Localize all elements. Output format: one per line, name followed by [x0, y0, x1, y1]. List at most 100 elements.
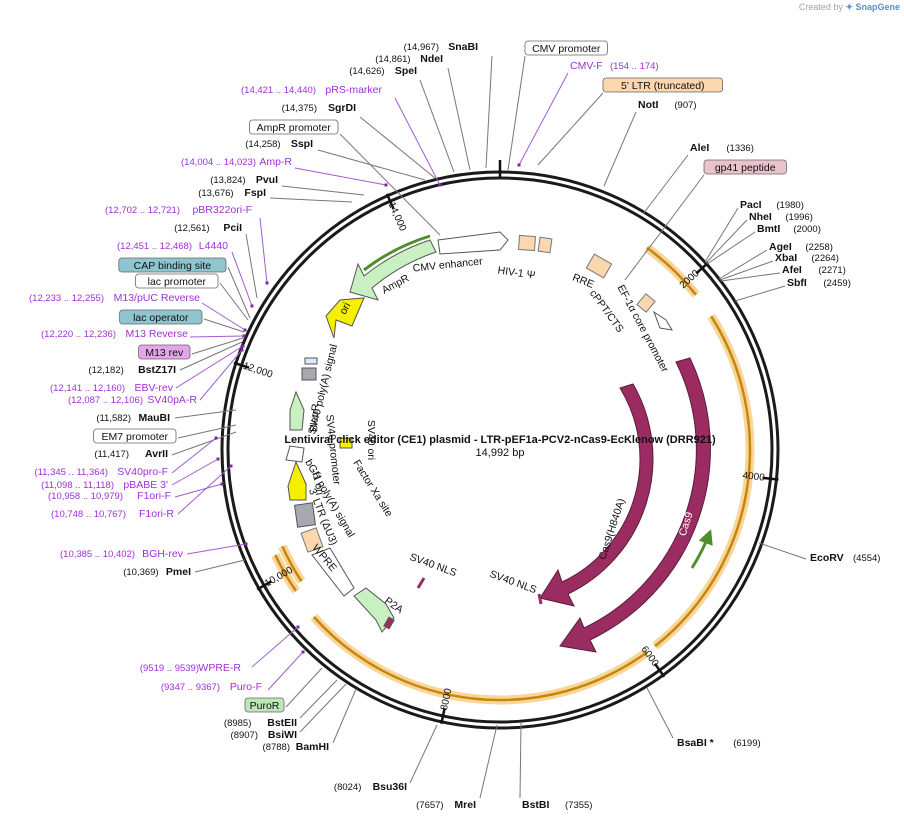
ebvrev-callout: [175, 345, 244, 389]
label-l4440[interactable]: L4440(12,451 .. 12,468): [117, 240, 228, 252]
label-puror[interactable]: PuroR: [244, 697, 285, 713]
label-agei[interactable]: AgeI(2258): [769, 241, 833, 253]
feature-label: ori: [337, 301, 353, 317]
label-ebvrev[interactable]: EBV-rev(12,141 .. 12,160): [50, 382, 174, 394]
label-ampr[interactable]: Amp-R(14,004 .. 14,023): [181, 156, 292, 168]
label-afei[interactable]: AfeI(2271): [782, 264, 846, 276]
sbfi-name: SbfI: [787, 277, 807, 289]
label-bghrev[interactable]: BGH-rev(10,385 .. 10,402): [60, 548, 184, 560]
label-noti[interactable]: NotI(907): [638, 99, 697, 111]
puror-box: [244, 697, 285, 713]
label-cmvprom[interactable]: CMV promoter: [524, 40, 608, 56]
label-alei[interactable]: AleI(1336): [690, 142, 754, 154]
label-lacprom[interactable]: lac promoter: [135, 273, 219, 289]
feature-label: BleoR: [308, 403, 322, 433]
feature-label: f1 ori: [310, 471, 327, 496]
feature-label: SV40 ori: [365, 420, 377, 460]
gp41-callout: [624, 174, 705, 281]
label-mrei[interactable]: MreI(7657): [416, 799, 476, 811]
paci-coord: (1980): [776, 200, 803, 211]
f1orir-coord: (10,748 .. 10,767): [51, 509, 126, 520]
label-sv40pa[interactable]: SV40pA-R(12,087 .. 12,106): [68, 394, 197, 406]
sspi-coord: (14,258): [245, 139, 280, 150]
pcii-name: PciI: [223, 222, 242, 234]
label-amprpromoter[interactable]: AmpR promoter: [248, 119, 339, 135]
ampr-arrow: [349, 239, 437, 301]
label-cmvf[interactable]: CMV-F(154 .. 174): [570, 60, 659, 72]
label-lacop[interactable]: lac operator: [119, 309, 203, 325]
sv40pro-name: SV40pro-F: [117, 466, 168, 478]
label-prsmarker[interactable]: pRS-marker(14,421 .. 14,440): [241, 84, 383, 96]
pmei-callout: [194, 559, 246, 573]
label-bsteii[interactable]: BstEII (8985): [224, 717, 297, 729]
label-bstz17i[interactable]: BstZ17I(12,182): [88, 364, 176, 376]
label-f1orir[interactable]: F1ori-R(10,748 .. 10,767): [51, 508, 174, 520]
label-paci[interactable]: PacI(1980): [740, 199, 804, 211]
sv40-promoter-arrow: [285, 445, 305, 463]
callout-lines: [171, 55, 807, 799]
label-pvui[interactable]: PvuI(13,824): [210, 174, 278, 186]
afei-coord: (2271): [818, 265, 845, 276]
label-m13revf[interactable]: M13 rev: [138, 344, 191, 360]
pbr322-coord: (12,702 .. 12,721): [105, 205, 180, 216]
em7-name: EM7 promoter: [102, 431, 169, 443]
ndei-callout: [447, 67, 471, 171]
label-purof[interactable]: Puro-F(9347 .. 9367): [161, 681, 262, 693]
label-gp41[interactable]: gp41 peptide: [703, 159, 787, 175]
label-pbr322[interactable]: pBR322ori-F (12,702 .. 12,721): [105, 204, 252, 216]
label-avrII[interactable]: AvrII(11,417): [94, 448, 168, 460]
label-nhei[interactable]: NheI(1996): [749, 211, 813, 223]
label-ndei[interactable]: NdeI(14,861): [375, 53, 443, 65]
noti-name: NotI: [638, 99, 658, 111]
label-pmei[interactable]: PmeI(10,369): [123, 566, 191, 578]
label-spei[interactable]: SpeI(14,626): [349, 65, 417, 77]
sv40-ori-box: [339, 437, 353, 449]
pbr322-name: pBR322ori-F: [192, 204, 252, 216]
bsteii-coord: (8985): [224, 718, 251, 729]
label-pbabe[interactable]: pBABE 3'(11,098 .. 11,118): [41, 479, 168, 491]
label-sgrdi[interactable]: SgrDI(14,375): [282, 102, 356, 114]
label-f1orif[interactable]: F1ori-F(10,958 .. 10,979): [48, 490, 171, 502]
label-sbfi[interactable]: SbfI(2459): [787, 277, 851, 289]
label-em7[interactable]: EM7 promoter: [93, 428, 177, 444]
label-wprer[interactable]: WPRE-R(9519 .. 9539): [140, 662, 242, 674]
purof-site-mark: [301, 650, 305, 654]
orange-arc-3: [312, 616, 648, 702]
prsmarker-name: pRS-marker: [325, 84, 382, 96]
nhei-callout: [705, 219, 748, 264]
label-ecorv[interactable]: EcoRV(4554): [810, 552, 880, 564]
bsu36i-callout: [409, 724, 438, 784]
label-bsu36i[interactable]: Bsu36I(8024): [334, 781, 407, 793]
f1orif-name: F1ori-F: [137, 490, 171, 502]
fspi-callout: [269, 197, 353, 203]
bsteii-name: BstEII: [267, 717, 297, 729]
label-bsabi[interactable]: BsaBI *(6199): [677, 737, 761, 749]
label-bamhi[interactable]: BamHI(8788): [263, 741, 330, 753]
agei-name: AgeI: [769, 241, 792, 253]
sv40pa-name: SV40pA-R: [147, 394, 197, 406]
label-mauBI[interactable]: MauBI(11,582): [96, 412, 170, 424]
cppt-box: [636, 293, 656, 313]
label-bsiwi[interactable]: BsiWI(8907): [231, 729, 298, 741]
label-ltr5[interactable]: 5' LTR (truncated): [602, 77, 723, 93]
label-cap[interactable]: CAP binding site: [118, 257, 227, 273]
orange-arc-1: [646, 246, 697, 296]
label-sspi[interactable]: SspI(14,258): [245, 138, 313, 150]
em7-callout: [177, 424, 237, 439]
label-snabi[interactable]: SnaBI(14,967): [404, 41, 478, 53]
bamhi-coord: (8788): [263, 742, 290, 753]
bsu36i-name: Bsu36I: [373, 781, 408, 793]
label-sv40pro[interactable]: SV40pro-F (11,345 .. 11,364): [34, 466, 168, 478]
gp41-name: gp41 peptide: [715, 162, 776, 174]
label-bstbi[interactable]: BstBI(7355): [522, 799, 592, 811]
label-m13puc[interactable]: M13/pUC Reverse(12,233 .. 12,255): [29, 292, 200, 304]
label-bmti[interactable]: BmtI(2000): [757, 223, 821, 235]
sv40-polya-box: [304, 357, 318, 365]
sv40pro-coord: (11,345 .. 11,364): [34, 467, 108, 478]
label-xbai[interactable]: XbaI(2264): [775, 252, 839, 264]
label-m13rev[interactable]: M13 Reverse(12,220 .. 12,236): [41, 328, 188, 340]
label-pcii[interactable]: PciI(12,561): [174, 222, 242, 234]
label-fspi[interactable]: FspI(13,676): [198, 187, 266, 199]
feature-label: Factor Xa site: [350, 458, 395, 519]
mauBI-callout: [174, 409, 237, 419]
